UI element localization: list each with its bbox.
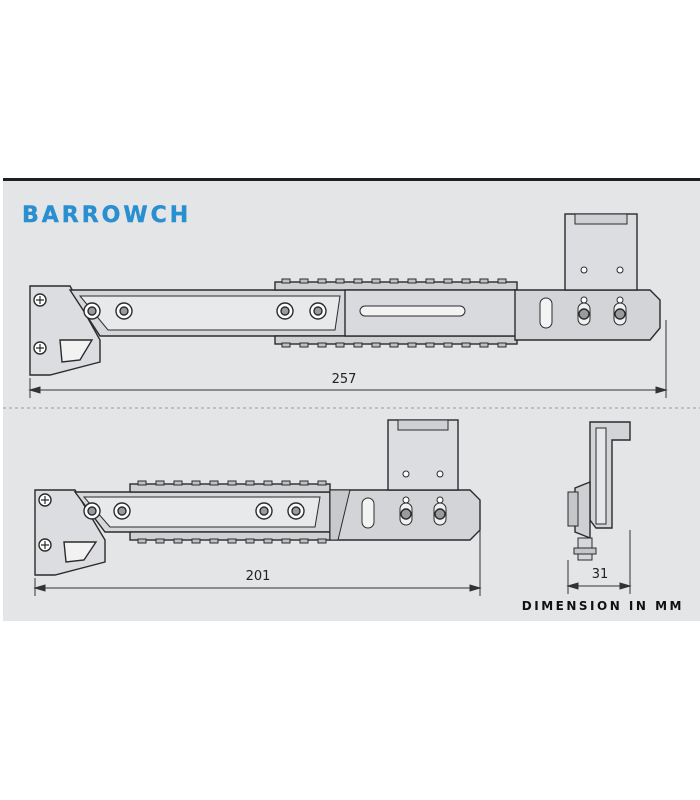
side-dimension-label: 31 [592, 567, 609, 582]
short-dimension [33, 530, 482, 596]
short-dimension-label: 201 [246, 569, 271, 584]
long-bracket-cutout [59, 339, 94, 363]
side-dimension [566, 530, 632, 594]
long-bracket [29, 213, 661, 376]
brand-logo: BARROWCH [22, 203, 191, 228]
long-dimension-label: 257 [332, 372, 357, 387]
rail-teeth [281, 278, 507, 348]
rail-teeth [137, 480, 327, 544]
dimension-caption: DIMENSION IN MM [522, 599, 684, 613]
bolt-icon [83, 302, 327, 320]
long-dimension [28, 320, 668, 398]
thumb-screw-icon [399, 502, 447, 526]
short-bracket [34, 419, 481, 576]
side-view [567, 421, 631, 561]
long-bracket-holder [564, 213, 638, 291]
thumb-screw-icon [577, 302, 627, 326]
bolt-icon [83, 502, 305, 520]
slot [359, 305, 466, 317]
